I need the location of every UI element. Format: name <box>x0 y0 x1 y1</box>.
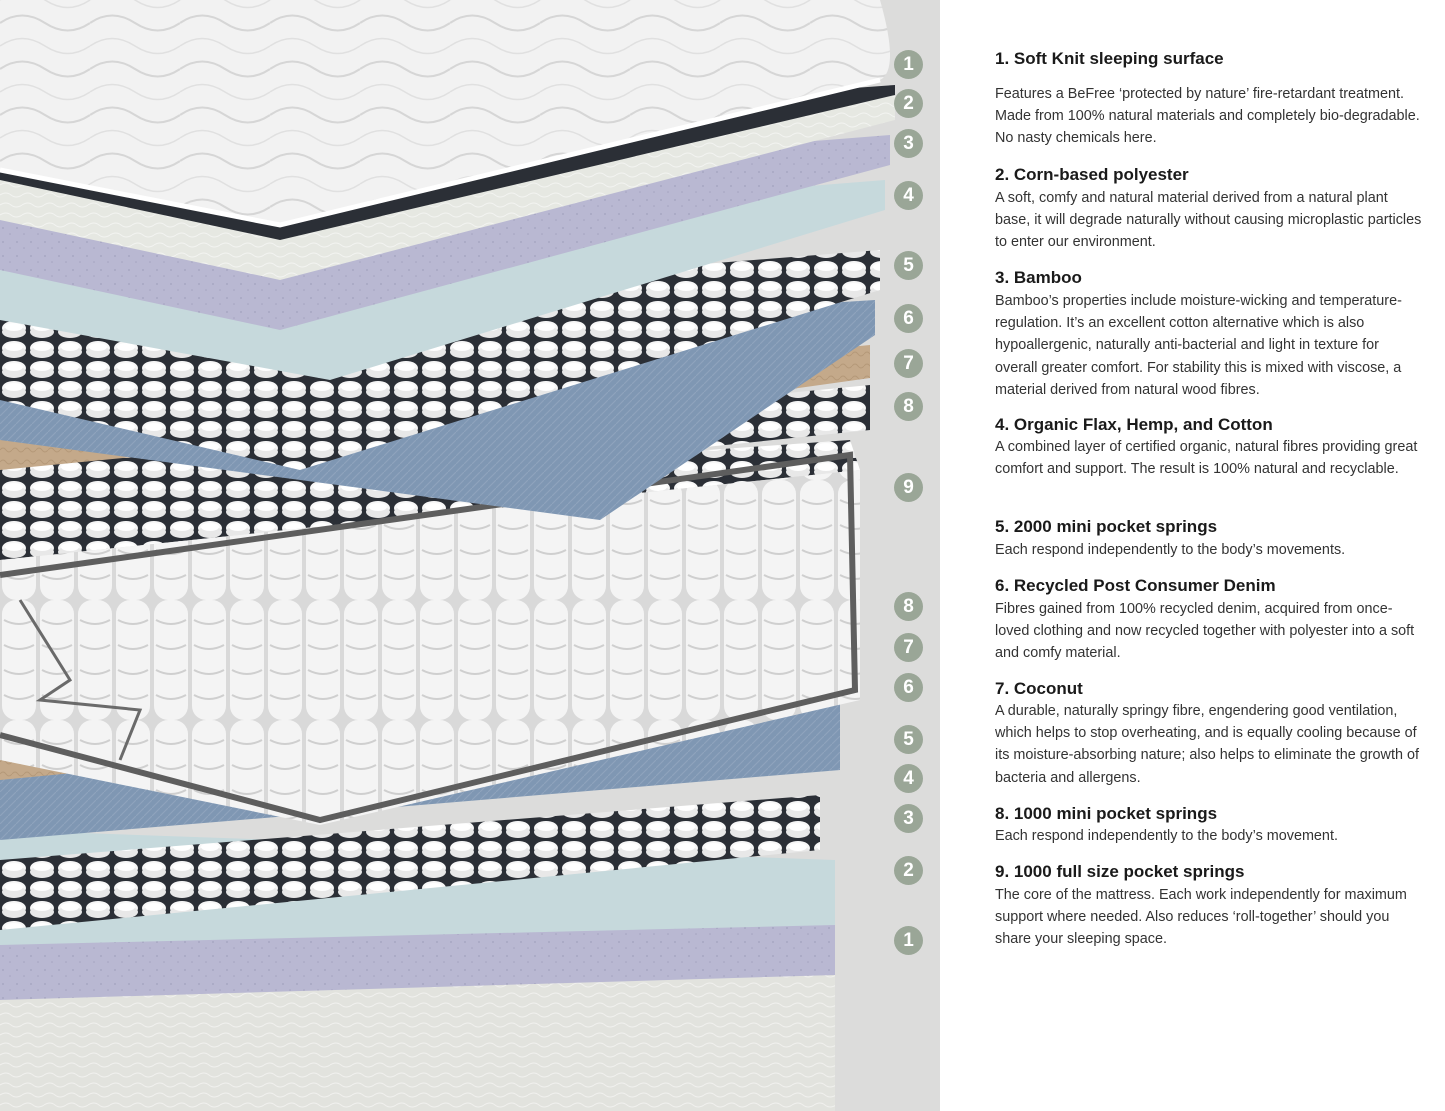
lower-mini-springs <box>0 795 820 930</box>
badge-top-1: 1 <box>894 50 923 79</box>
layer-title-4: 4. Organic Flax, Hemp, and Cotton <box>995 415 1273 434</box>
badge-bottom-2: 2 <box>894 856 923 885</box>
layer-title-1: 1. Soft Knit sleeping surface <box>995 49 1224 68</box>
badge-top-4: 4 <box>894 181 923 210</box>
layer-title-7: 7. Coconut <box>995 679 1083 698</box>
mattress-layers-drawing <box>0 0 895 1111</box>
badge-bottom-1: 1 <box>894 926 923 955</box>
badge-bottom-4: 4 <box>894 764 923 793</box>
badge-bottom-5: 5 <box>894 725 923 754</box>
layer-title-3: 3. Bamboo <box>995 268 1082 287</box>
layer-title-6: 6. Recycled Post Consumer Denim <box>995 576 1276 595</box>
layer-body-4: A combined layer of certified organic, n… <box>995 439 1418 478</box>
layer-body-6: Fibres gained from 100% recycled denim, … <box>995 601 1415 662</box>
layer-title-2: 2. Corn-based polyester <box>995 165 1189 184</box>
mattress-illustration: 1 2 3 4 5 6 7 8 9 8 7 6 5 4 3 2 1 <box>0 0 940 1111</box>
badge-bottom-7: 7 <box>894 633 923 662</box>
badge-top-3: 3 <box>894 129 923 158</box>
layer-body-3: Bamboo’s properties include moisture-wic… <box>995 293 1402 398</box>
layer-body-7: A durable, naturally springy fibre, enge… <box>995 703 1419 786</box>
badge-bottom-8: 8 <box>894 592 923 621</box>
badge-top-5: 5 <box>894 251 923 280</box>
badge-top-8: 8 <box>894 392 923 421</box>
layer-title-9: 9. 1000 full size pocket springs <box>995 862 1245 881</box>
badge-bottom-3: 3 <box>894 804 923 833</box>
badge-bottom-6: 6 <box>894 673 923 702</box>
layer-body-9: The core of the mattress. Each work inde… <box>995 887 1407 948</box>
layer-body-8: Each respond independently to the body’s… <box>995 828 1338 844</box>
layer-body-5: Each respond independently to the body’s… <box>995 542 1346 558</box>
soft-knit-edge <box>0 77 881 228</box>
soft-knit-surface <box>0 0 890 225</box>
layer-body-1: Features a BeFree ‘protected by nature’ … <box>995 86 1420 147</box>
badge-top-2: 2 <box>894 89 923 118</box>
layer-title-8: 8. 1000 mini pocket springs <box>995 804 1218 823</box>
core-frame-helical <box>18 599 143 761</box>
badge-top-6: 6 <box>894 304 923 333</box>
layer-title-5: 5. 2000 mini pocket springs <box>995 517 1218 536</box>
badge-top-9: 9 <box>894 473 923 502</box>
badge-top-7: 7 <box>894 349 923 378</box>
core-spring-unit <box>0 470 860 825</box>
layer-body-2: A soft, comfy and natural material deriv… <box>995 190 1422 251</box>
